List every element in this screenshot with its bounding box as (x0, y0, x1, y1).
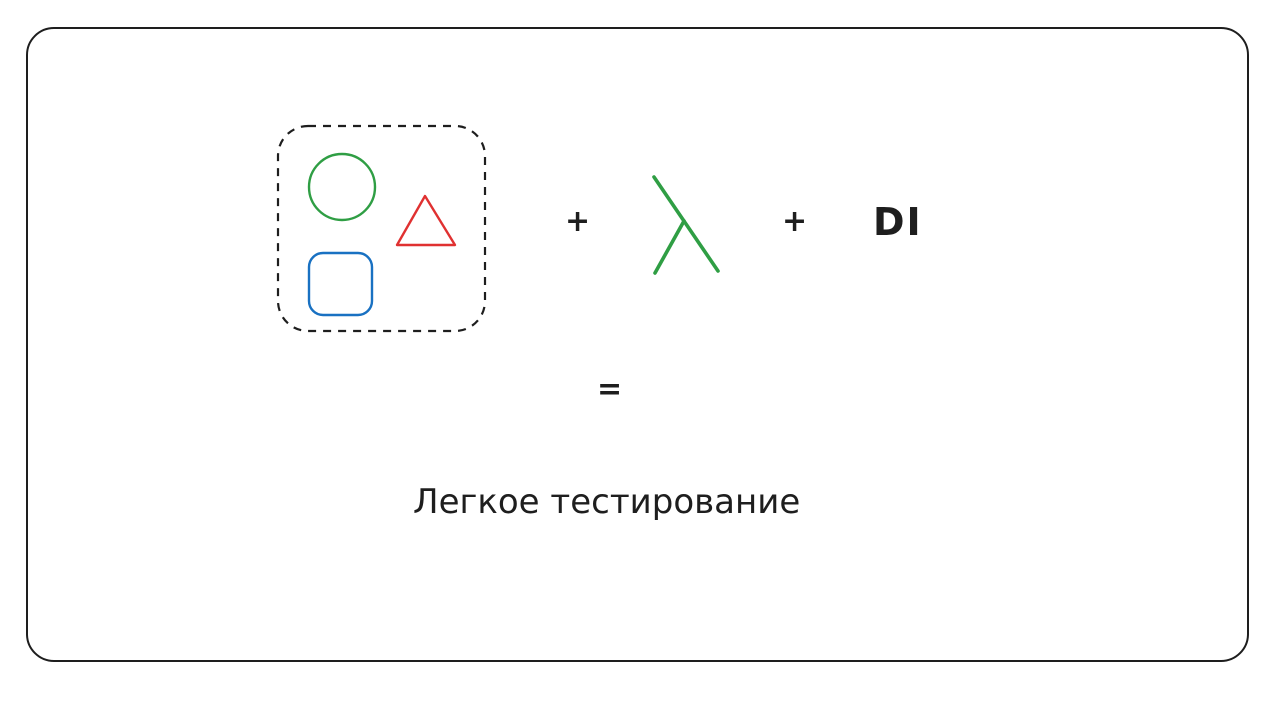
di-label: DI (873, 200, 923, 244)
equals-sign: = (597, 372, 623, 407)
square-icon (307, 251, 374, 317)
triangle-icon (395, 194, 457, 247)
dashed-group-box (276, 124, 487, 333)
slide-frame (26, 27, 1249, 662)
lambda-icon (652, 175, 720, 275)
circle-icon (307, 152, 377, 222)
result-label: Легкое тестирование (413, 482, 801, 522)
plus-sign-2: + (782, 204, 808, 239)
plus-sign-1: + (565, 204, 591, 239)
